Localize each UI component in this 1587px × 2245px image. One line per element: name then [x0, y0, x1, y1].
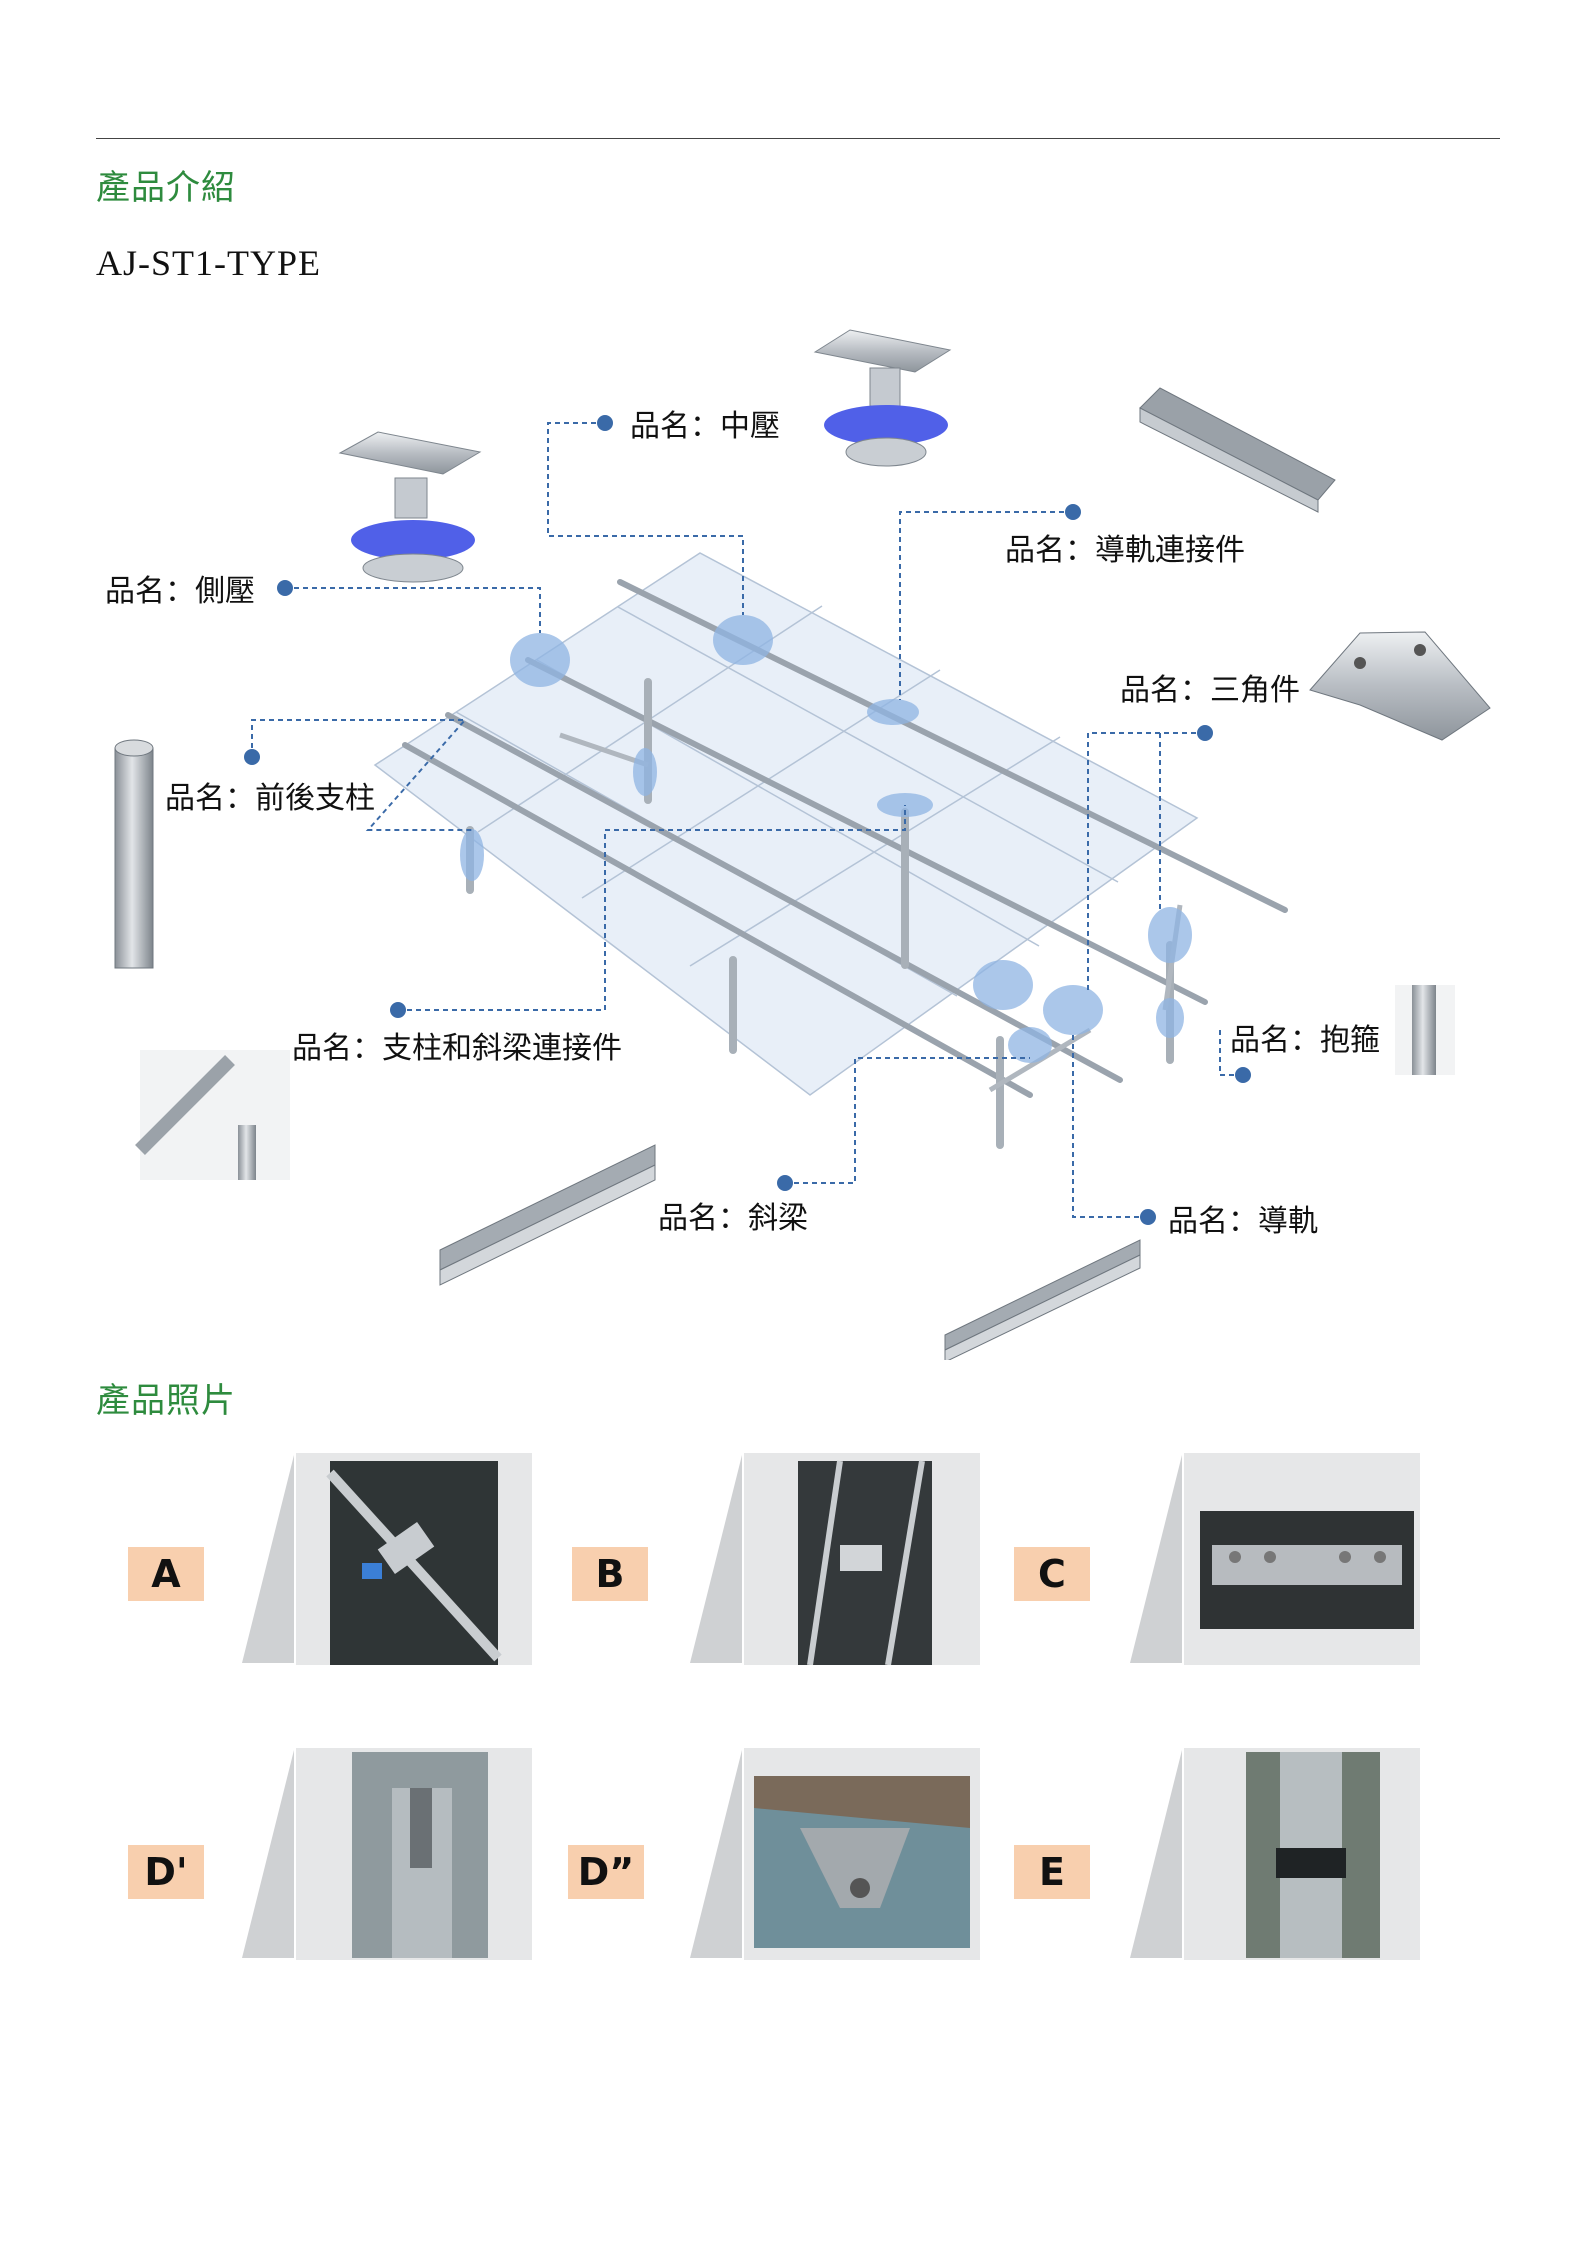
- label-side-clamp: 品名：側壓: [105, 574, 255, 609]
- highlight-markers: [460, 615, 1192, 1063]
- beam-illustration: [439, 1144, 656, 1286]
- photo-e: [1130, 1748, 1420, 1960]
- label-rail: 品名：導軌: [1168, 1204, 1318, 1239]
- post-illustration: [114, 739, 154, 969]
- photo-c: [1130, 1453, 1420, 1665]
- badge-c: C: [1014, 1547, 1090, 1601]
- assembly-diagram: 品名：中壓 品名：導軌連接件 品名：側壓 品名：三角件 品名：前後支柱 品名：支…: [105, 329, 1491, 1360]
- label-hoop: 品名：抱箍: [1230, 1023, 1380, 1058]
- triangle-bracket-illustration: [1309, 631, 1491, 741]
- label-beam: 品名：斜梁: [658, 1201, 808, 1236]
- section-title-intro: 產品介紹: [96, 168, 236, 208]
- leader-lines: [251, 422, 1243, 1218]
- label-post-beam-connector: 品名：支柱和斜梁連接件: [292, 1031, 622, 1066]
- label-post: 品名：前後支柱: [165, 781, 375, 816]
- label-rail-connector: 品名：導軌連接件: [1005, 533, 1245, 568]
- section-title-photos: 產品照片: [96, 1381, 236, 1421]
- rail-connector-illustration: [1139, 387, 1336, 513]
- badge-a: A: [128, 1547, 204, 1601]
- rail-illustration: [944, 1239, 1141, 1360]
- rails: [402, 579, 1288, 1098]
- label-dots: [244, 415, 1251, 1225]
- model-name: AJ-ST1-TYPE: [96, 243, 321, 283]
- label-mid-clamp: 品名：中壓: [630, 409, 780, 444]
- badge-e: E: [1014, 1845, 1090, 1899]
- badge-b: B: [572, 1547, 648, 1601]
- hoop-photo-illustration: [1395, 985, 1455, 1075]
- connector-photo-illustration: [135, 1050, 290, 1180]
- photo-b: [690, 1453, 980, 1665]
- label-triangle: 品名：三角件: [1120, 673, 1300, 708]
- mid-clamp-illustration: [813, 329, 952, 467]
- photo-a: [242, 1453, 532, 1665]
- photo-d-prime: [242, 1748, 532, 1960]
- header-rule: [96, 138, 1500, 139]
- photo-d-double-prime: [690, 1748, 980, 1960]
- side-clamp-illustration: [338, 431, 482, 583]
- badge-d-prime: D': [128, 1845, 204, 1899]
- badge-d-double-prime: D”: [568, 1845, 644, 1899]
